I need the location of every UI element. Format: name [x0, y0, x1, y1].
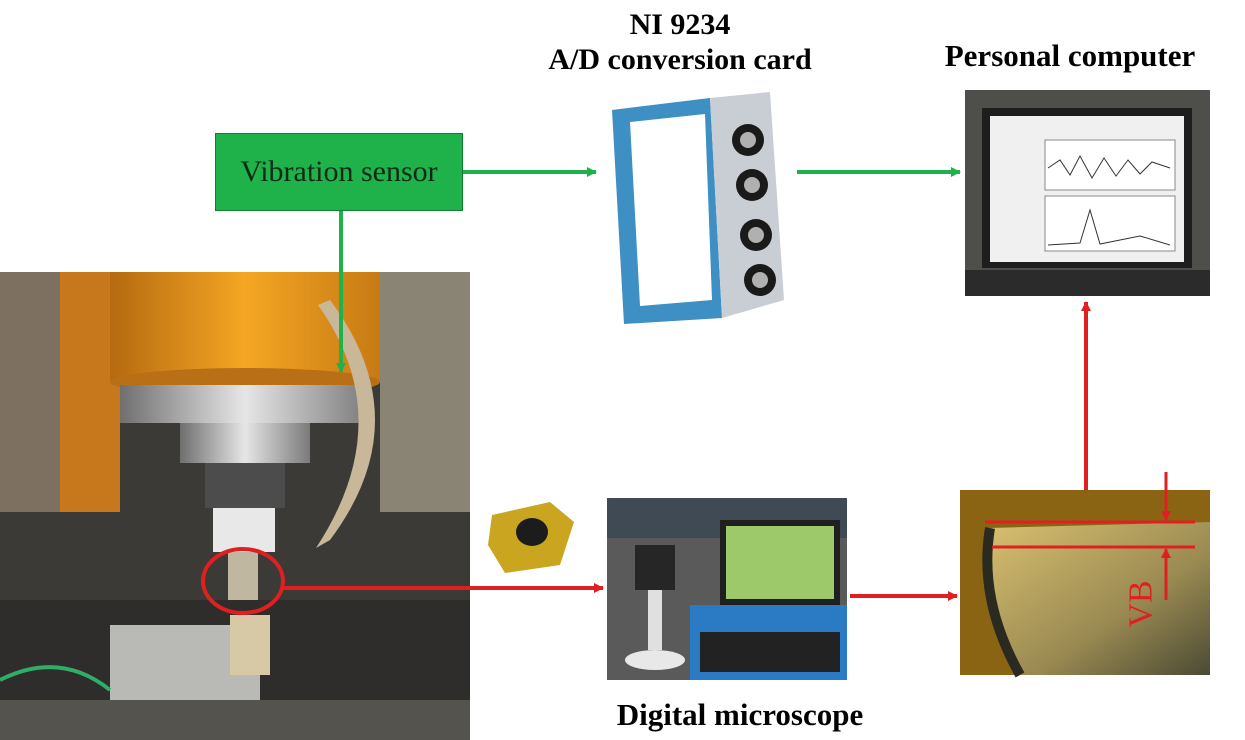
ni-9234-card-image: [612, 92, 784, 324]
digital-microscope-image: [607, 498, 847, 680]
signal-arrows: [336, 167, 961, 373]
measurement-arrows: [283, 301, 1091, 601]
personal-computer-image: [965, 90, 1210, 296]
digital-microscope-label: Digital microscope: [616, 697, 864, 732]
milling-machine-photo: [0, 272, 470, 740]
cutting-insert-image: [488, 502, 574, 573]
vb-label: VB: [1122, 580, 1160, 628]
vibration-sensor-box: Vibration sensor: [215, 133, 463, 211]
ni-card-title: NI 9234: [629, 8, 731, 41]
tool-wear-micrograph: [960, 472, 1210, 678]
personal-computer-label: Personal computer: [944, 38, 1196, 73]
tool-highlight-circle: [201, 547, 285, 615]
vibration-sensor-label: Vibration sensor: [240, 155, 438, 188]
ni-card-label: NI 9234 A/D conversion card: [470, 8, 890, 77]
ni-card-subtitle: A/D conversion card: [548, 42, 812, 76]
